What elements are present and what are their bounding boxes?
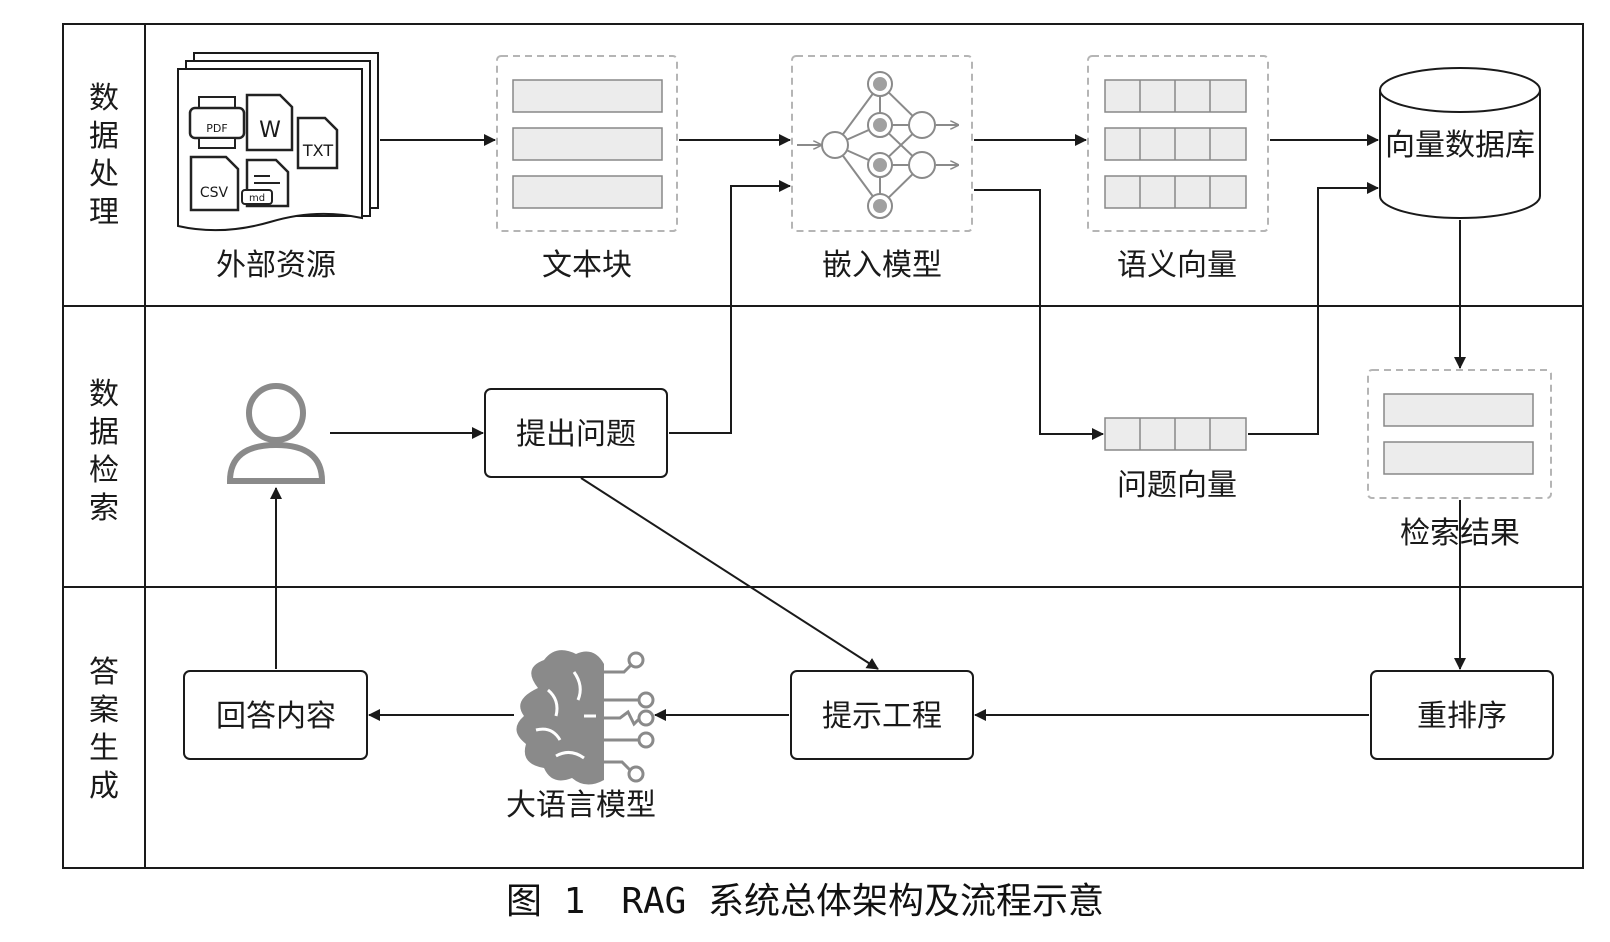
lane-answer-generation: 答 案 生 成 (89, 655, 119, 804)
figure-caption: 图 1 RAG 系统总体架构及流程示意 (505, 881, 1105, 922)
semantic-vectors-node (1087, 55, 1269, 232)
answer-content-node: 回答内容 (183, 670, 368, 760)
result-bar (1383, 441, 1534, 475)
vector-database-label: 向量数据库 (1385, 128, 1535, 163)
svg-text:W: W (259, 118, 281, 143)
lane-char: 案 (89, 693, 119, 728)
chunk-bar (512, 175, 663, 209)
brain-icon (516, 650, 655, 785)
prompt-engineering-node: 提示工程 (790, 670, 974, 760)
lane-char: 处 (89, 157, 119, 192)
user-icon (226, 383, 326, 484)
semantic-vectors-label: 语义向量 (1117, 248, 1237, 283)
lane-char: 索 (89, 491, 119, 526)
question-vector-label: 问题向量 (1117, 468, 1237, 503)
svg-text:PDF: PDF (206, 122, 227, 135)
csv-doc-icon: CSV (189, 155, 240, 212)
external-sources-node: PDF W TXT CSV md (177, 52, 379, 232)
arrow-embedding-to-question-vector (974, 189, 1104, 440)
connectors (270, 134, 1466, 721)
pdf-icon: PDF (188, 96, 246, 149)
svg-text:CSV: CSV (200, 185, 229, 201)
lane-data-retrieval: 数 据 检 索 (89, 377, 119, 526)
text-chunks-label: 文本块 (542, 248, 632, 283)
arrow-question-to-embedding (669, 180, 791, 434)
lane-char: 数 (89, 81, 119, 116)
lane-char: 据 (89, 415, 119, 450)
vector-database-node: 向量数据库 (1379, 67, 1541, 219)
result-bar (1383, 393, 1534, 427)
ask-question-node: 提出问题 (484, 388, 668, 478)
arrow-question-vector-to-db (1248, 182, 1379, 435)
word-doc-icon: W (245, 93, 294, 152)
answer-content-label: 回答内容 (216, 699, 336, 734)
svg-text:TXT: TXT (302, 141, 333, 160)
retrieval-results-node (1367, 369, 1552, 499)
llm-label: 大语言模型 (506, 788, 656, 823)
lane-char: 检 (89, 453, 119, 488)
txt-doc-icon: TXT (296, 116, 339, 170)
external-sources-label: 外部资源 (216, 248, 336, 283)
chunk-bar (512, 127, 663, 161)
ask-question-label: 提出问题 (516, 417, 636, 452)
embedding-model-label: 嵌入模型 (822, 248, 942, 283)
swimlane-frame (62, 23, 1584, 869)
arrow-question-to-prompt (580, 477, 879, 670)
text-chunks-node (496, 55, 678, 232)
lane-char: 答 (89, 655, 119, 690)
lane-char: 据 (89, 119, 119, 154)
question-vector-node (1104, 417, 1247, 451)
prompt-engineering-label: 提示工程 (822, 699, 942, 734)
rerank-label: 重排序 (1417, 699, 1507, 734)
lane-char: 成 (89, 769, 119, 804)
svg-text:md: md (249, 193, 265, 204)
lane-char: 生 (89, 731, 119, 766)
lane-char: 数 (89, 377, 119, 412)
md-doc-icon: md (241, 158, 290, 208)
lane-data-processing: 数 据 处 理 (89, 81, 119, 230)
chunk-bar (512, 79, 663, 113)
rerank-node: 重排序 (1370, 670, 1554, 760)
embedding-model-node (791, 55, 973, 232)
lane-char: 理 (89, 195, 119, 230)
